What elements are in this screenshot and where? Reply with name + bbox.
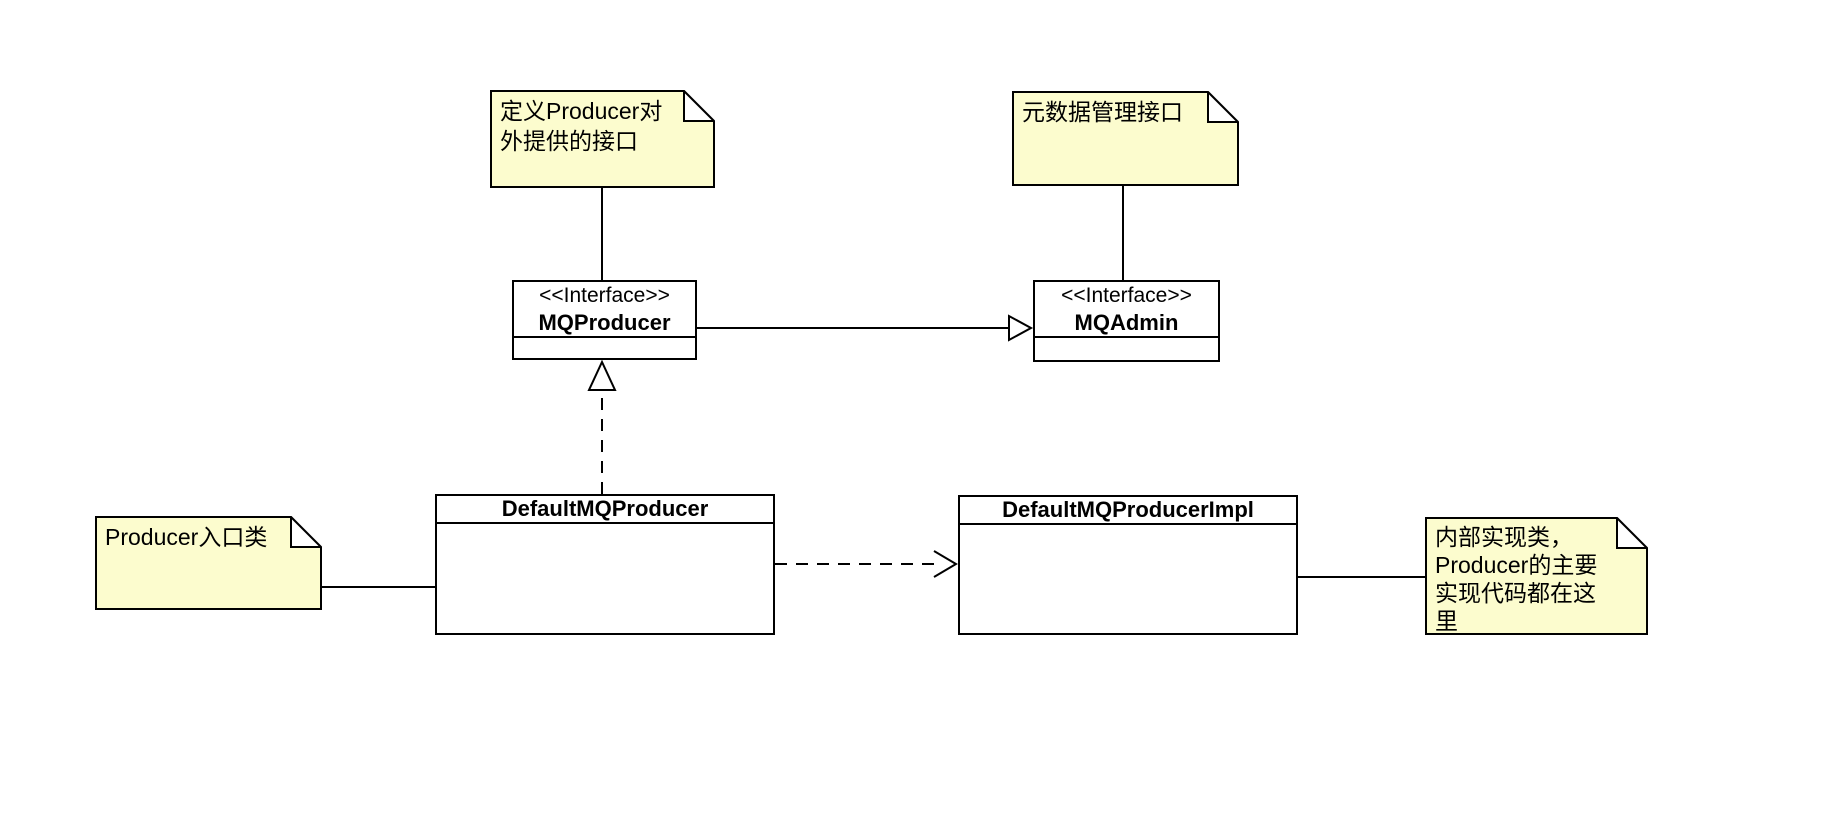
class-name: DefaultMQProducerImpl (960, 497, 1296, 525)
class-name: DefaultMQProducer (437, 496, 773, 524)
note-text: 元数据管理接口 (1022, 99, 1183, 125)
note-text: 定义Producer对 外提供的接口 (500, 98, 663, 154)
open-arrowhead (933, 550, 958, 578)
note-fold-icon (683, 90, 715, 122)
note-metadata: 元数据管理接口 (1012, 91, 1239, 186)
note-fold-icon (1207, 91, 1239, 123)
empty-compartment (437, 524, 773, 633)
interface-stereotype: <<Interface>> (1061, 283, 1192, 307)
hollow-triangle-arrowhead (587, 359, 617, 391)
note-shape (95, 516, 322, 610)
interface-mqadmin: <<Interface>> MQAdmin (1033, 280, 1220, 362)
interface-mqproducer: <<Interface>> MQProducer (512, 280, 697, 360)
note-fold-icon (290, 516, 322, 548)
note-text: Producer入口类 (105, 524, 268, 550)
note-shape (490, 90, 715, 188)
edge-mqproducer-extends-mqadmin (697, 314, 1034, 342)
interface-stereotype: <<Interface>> (539, 283, 670, 307)
interface-header: <<Interface>> MQProducer (514, 282, 695, 338)
interface-name: MQProducer (538, 309, 671, 335)
class-defaultmqproducer: DefaultMQProducer (435, 494, 775, 635)
edge-defaultmqproducer-implements-mqproducer (587, 359, 617, 494)
edge-defaultmqproducer-uses-impl (775, 550, 958, 578)
empty-compartment (1035, 338, 1218, 360)
interface-header: <<Interface>> MQAdmin (1035, 282, 1218, 338)
empty-compartment (960, 525, 1296, 633)
note-shape (1425, 517, 1648, 635)
note-impl: 内部实现类， Producer的主要 实现代码都在这 里 (1425, 517, 1648, 635)
note-fold-icon (1616, 517, 1648, 549)
interface-name: MQAdmin (1074, 309, 1179, 335)
class-defaultmqproducerimpl: DefaultMQProducerImpl (958, 495, 1298, 635)
note-text: 内部实现类， Producer的主要 实现代码都在这 里 (1435, 524, 1598, 633)
empty-compartment (514, 338, 695, 358)
note-entry: Producer入口类 (95, 516, 322, 610)
note-producer-interface: 定义Producer对 外提供的接口 (490, 90, 715, 188)
note-shape (1012, 91, 1239, 186)
hollow-triangle-arrowhead (1008, 314, 1034, 342)
